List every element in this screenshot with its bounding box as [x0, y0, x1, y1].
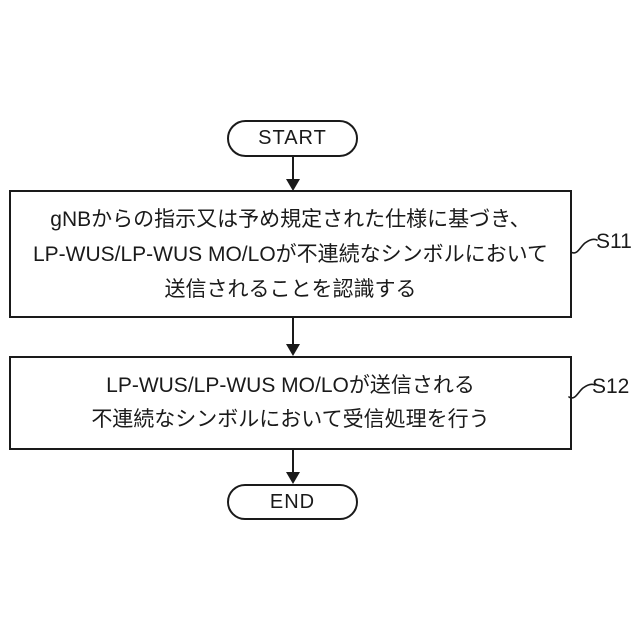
arrow-step2-to-end — [286, 450, 300, 484]
arrow-start-to-step1 — [286, 157, 300, 191]
arrow-head-icon — [286, 179, 300, 191]
step2-line-1: LP-WUS/LP-WUS MO/LOが送信される — [106, 374, 475, 397]
ref-connector-s12 — [568, 383, 596, 399]
start-node: START — [227, 120, 358, 157]
step1-line-1: gNBからの指示又は予め規定された仕様に基づき、 — [50, 207, 531, 231]
end-label: END — [269, 490, 316, 513]
step1-line-2: LP-WUS/LP-WUS MO/LOが不連続なシンボルにおいて — [32, 242, 549, 266]
step2-line-2: 不連続なシンボルにおいて受信処理を行う — [91, 408, 490, 431]
arrow-head-icon — [286, 472, 300, 484]
arrow-stem — [292, 450, 294, 472]
end-node: END — [227, 484, 358, 520]
arrow-stem — [292, 318, 294, 344]
arrow-head-icon — [286, 344, 300, 356]
process-step-s11: gNBからの指示又は予め規定された仕様に基づき、 LP-WUS/LP-WUS M… — [9, 190, 572, 318]
ref-connector-s11 — [570, 238, 598, 254]
ref-label-s11: S11 — [596, 230, 632, 253]
step1-line-3: 送信されることを認識する — [164, 277, 417, 301]
ref-label-s12: S12 — [592, 375, 630, 398]
start-label: START — [258, 127, 327, 149]
process-step-s12: LP-WUS/LP-WUS MO/LOが送信される 不連続なシンボルにおいて受信… — [9, 356, 572, 450]
arrow-stem — [292, 157, 294, 179]
arrow-step1-to-step2 — [286, 318, 300, 356]
